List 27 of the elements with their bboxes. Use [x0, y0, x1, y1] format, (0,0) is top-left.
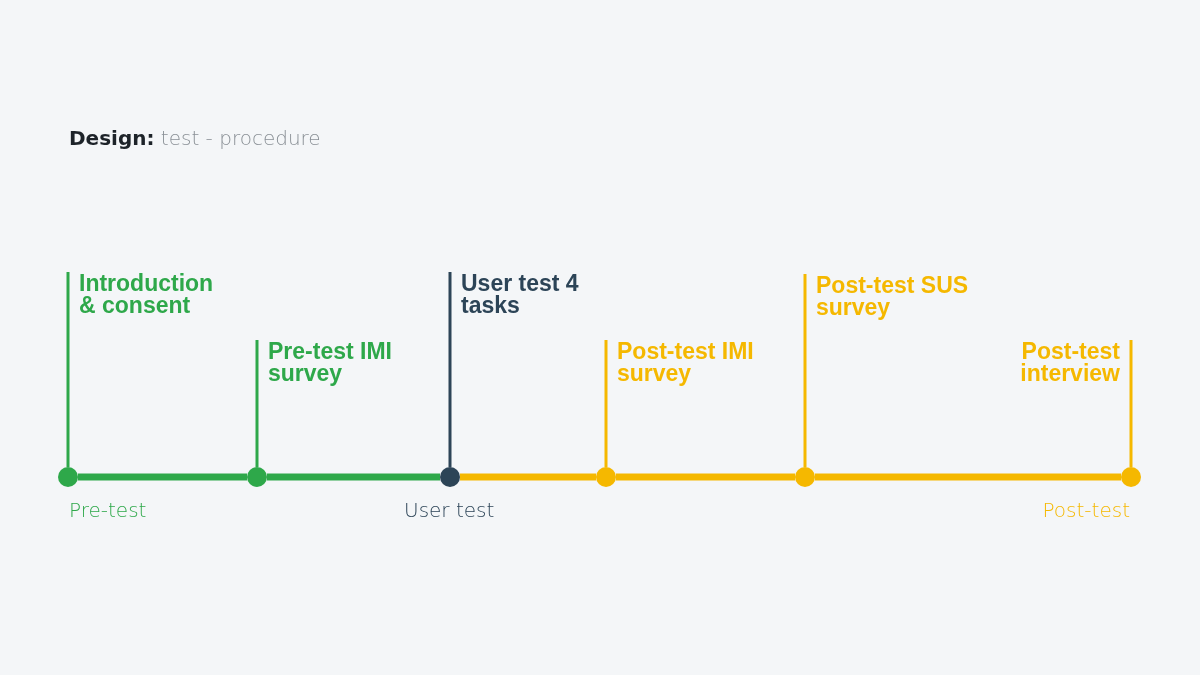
- milestone-line: [1129, 340, 1133, 467]
- milestone-line: [803, 274, 807, 467]
- timeline-segment: [78, 473, 247, 481]
- milestone-line: [448, 272, 452, 467]
- diagram-title: Design: test - procedure: [69, 126, 321, 150]
- milestone-dot: [440, 467, 460, 487]
- milestone-dot: [247, 467, 267, 487]
- timeline-segment: [616, 473, 795, 481]
- phase-label: User test: [404, 498, 495, 522]
- milestone-label: Post-test SUS survey: [816, 274, 970, 318]
- milestone-label: User test 4 tasks: [461, 272, 579, 316]
- milestone-dot: [1121, 467, 1141, 487]
- milestone-dot: [596, 467, 616, 487]
- timeline-segment: [815, 473, 1121, 481]
- milestone-dot: [795, 467, 815, 487]
- milestone-line: [604, 340, 608, 467]
- milestone-label: Pre-test IMI survey: [268, 340, 393, 384]
- milestone-label: Post-test IMI survey: [617, 340, 755, 384]
- phase-label: Pre-test: [69, 498, 147, 522]
- milestone-line: [66, 272, 70, 467]
- phase-label: Post-test: [1042, 498, 1130, 522]
- milestone-label: Introduction & consent: [79, 272, 215, 316]
- milestone-label: Post-test interview: [1019, 340, 1120, 384]
- timeline-segment: [460, 473, 596, 481]
- timeline-segment: [267, 473, 440, 481]
- milestone-dot: [58, 467, 78, 487]
- milestone-line: [255, 340, 259, 467]
